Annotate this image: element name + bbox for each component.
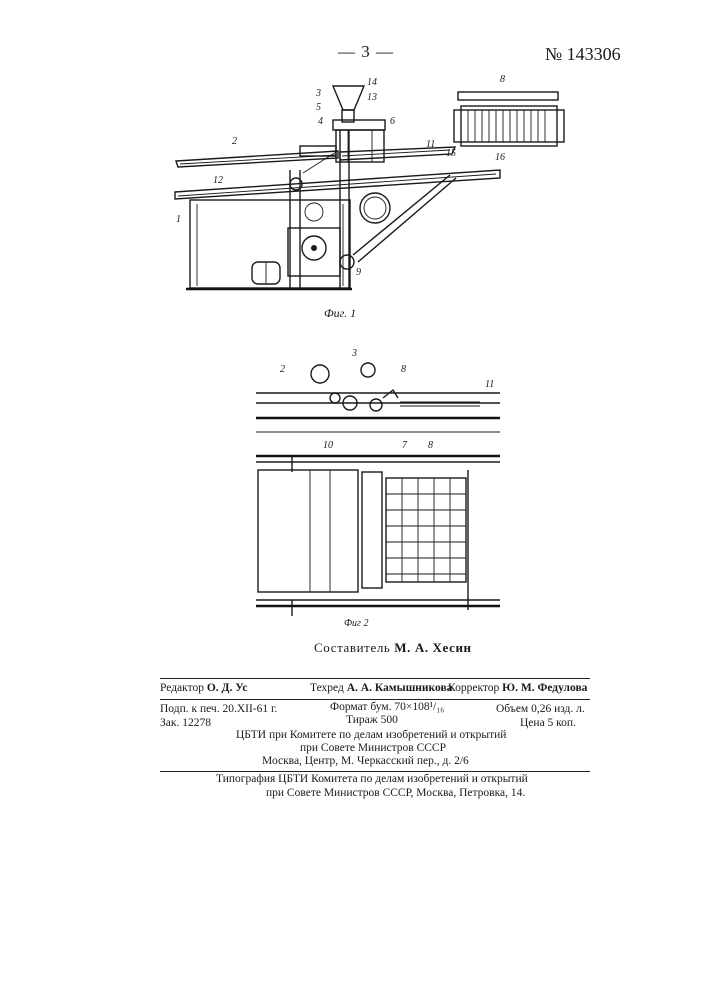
cbti-line-3: Москва, Центр, М. Черкасский пер., д. 2/…: [262, 755, 469, 767]
editor-line: Редактор О. Д. Ус: [160, 682, 248, 694]
svg-text:11: 11: [485, 379, 494, 390]
svg-text:10: 10: [323, 440, 333, 451]
cbti-line-2: при Совете Министров СССР: [300, 742, 446, 754]
svg-text:8: 8: [401, 364, 406, 375]
imprint-mid-rule: [160, 699, 590, 700]
corrector-name: Ю. М. Федулова: [502, 682, 587, 694]
svg-text:2: 2: [280, 364, 285, 375]
typography-line-2: при Совете Министров СССР, Москва, Петро…: [266, 787, 525, 799]
imprint-bottom-rule: [160, 771, 590, 772]
svg-text:8: 8: [428, 440, 433, 451]
corrector-line: Корректор Ю. М. Федулова: [448, 682, 587, 694]
techred-label: Техред: [310, 682, 344, 694]
compiler-line: Составитель М. А. Хесин: [314, 640, 472, 656]
figure-2-caption: Фиг 2: [344, 618, 368, 629]
cbti-line-1: ЦБТИ при Комитете по делам изобретений и…: [236, 729, 506, 741]
typography-line-1: Типография ЦБТИ Комитета по делам изобре…: [216, 773, 528, 785]
compiler-name: М. А. Хесин: [394, 640, 471, 655]
svg-text:7: 7: [402, 440, 408, 451]
print-run: Тираж 500: [346, 714, 398, 726]
corrector-label: Корректор: [448, 682, 499, 694]
order-number: Зак. 12278: [160, 717, 211, 729]
editor-name: О. Д. Ус: [207, 682, 248, 694]
signed-date: Подп. к печ. 20.XII-61 г.: [160, 703, 277, 715]
svg-text:3: 3: [351, 348, 357, 359]
volume: Объем 0,26 изд. л.: [496, 703, 585, 715]
techred-name: А. А. Камышникова: [347, 682, 453, 694]
paper-format: Формат бум. 70×108¹/₁₆: [330, 701, 444, 713]
price: Цена 5 коп.: [520, 717, 576, 729]
compiler-label: Составитель: [314, 640, 390, 655]
techred-line: Техред А. А. Камышникова: [310, 682, 452, 694]
imprint-top-rule: [160, 678, 590, 679]
editor-label: Редактор: [160, 682, 204, 694]
